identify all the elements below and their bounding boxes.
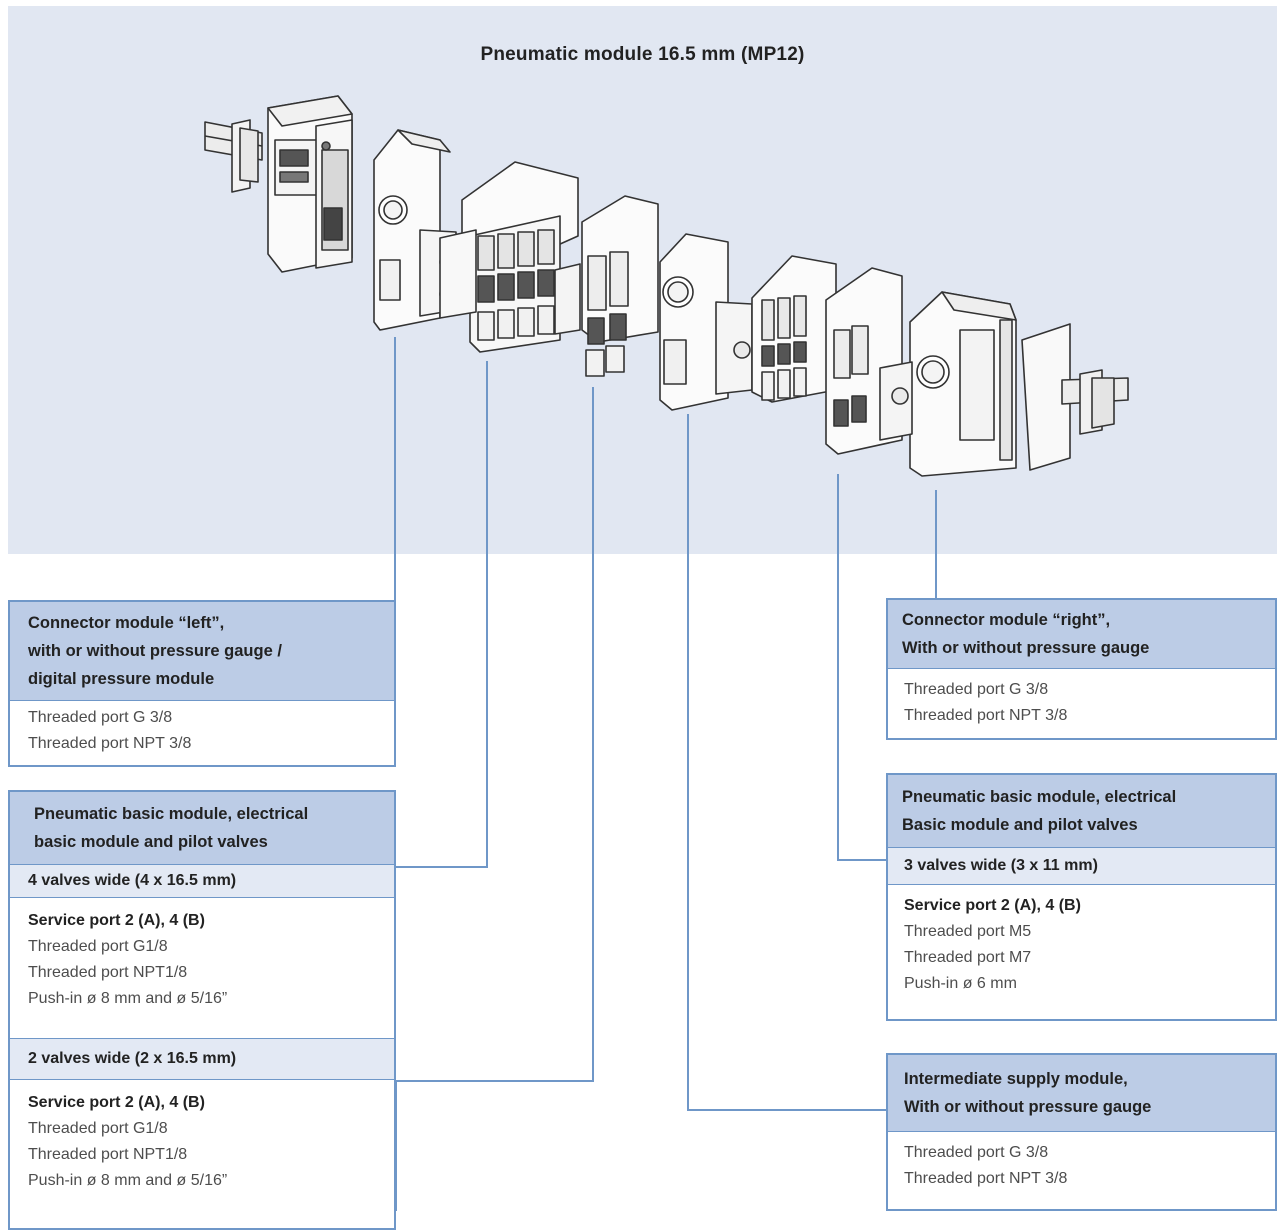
port-item: Threaded port M7 — [904, 949, 1032, 966]
service-port-title: Service port 2 (A), 4 (B) — [28, 1094, 205, 1111]
header-line: Pneumatic basic module, electrical — [902, 788, 1177, 806]
port-item: Threaded port NPT 3/8 — [904, 707, 1068, 724]
header-line: basic module and pilot valves — [34, 833, 268, 851]
port-item: Threaded port G1/8 — [28, 938, 168, 955]
port-item: Push-in ø 6 mm — [904, 975, 1017, 992]
port-item: Threaded port G1/8 — [28, 1120, 168, 1137]
two-wide-label: 2 valves wide (2 x 16.5 mm) — [10, 1039, 394, 1080]
header-line: with or without pressure gauge / — [28, 642, 282, 660]
header-line: Intermediate supply module, — [904, 1070, 1128, 1088]
two-wide-ports: Service port 2 (A), 4 (B) Threaded port … — [10, 1080, 394, 1200]
connector-right-header: Connector module “right”, With or withou… — [888, 600, 1275, 669]
basic-module-right-box: Pneumatic basic module, electrical Basic… — [886, 773, 1277, 1021]
header-line: digital pressure module — [28, 670, 215, 688]
basic-module-left-box: Pneumatic basic module, electrical basic… — [8, 790, 396, 1230]
port-item: Push-in ø 8 mm and ø 5/16” — [28, 990, 228, 1007]
connector-module-left-box: Connector module “left”, with or without… — [8, 600, 396, 767]
header-line: Connector module “left”, — [28, 614, 225, 632]
intermediate-header: Intermediate supply module, With or with… — [888, 1055, 1275, 1132]
port-item: Threaded port G 3/8 — [28, 709, 173, 726]
service-port-title: Service port 2 (A), 4 (B) — [904, 897, 1081, 914]
three-wide-ports: Service port 2 (A), 4 (B) Threaded port … — [888, 885, 1275, 997]
port-item: Threaded port NPT1/8 — [28, 964, 188, 981]
four-wide-ports: Service port 2 (A), 4 (B) Threaded port … — [10, 898, 394, 1039]
port-item: Threaded port G 3/8 — [904, 1144, 1049, 1161]
valve-terminal-illustration — [204, 95, 1129, 477]
connector-module-right-box: Connector module “right”, With or withou… — [886, 598, 1277, 740]
four-wide-label: 4 valves wide (4 x 16.5 mm) — [10, 865, 394, 898]
basic-left-header: Pneumatic basic module, electrical basic… — [10, 792, 394, 865]
header-line: With or without pressure gauge — [902, 639, 1150, 657]
connector-left-ports: Threaded port G 3/8 Threaded port NPT 3/… — [10, 701, 394, 757]
header-line: Basic module and pilot valves — [902, 816, 1138, 834]
intermediate-ports: Threaded port G 3/8 Threaded port NPT 3/… — [888, 1132, 1275, 1192]
three-wide-label: 3 valves wide (3 x 11 mm) — [888, 848, 1275, 885]
basic-right-header: Pneumatic basic module, electrical Basic… — [888, 775, 1275, 848]
header-line: Pneumatic basic module, electrical — [34, 805, 309, 823]
port-item: Threaded port M5 — [904, 923, 1032, 940]
header-line: With or without pressure gauge — [904, 1098, 1152, 1116]
port-item: Threaded port NPT 3/8 — [904, 1170, 1068, 1187]
port-item: Threaded port G 3/8 — [904, 681, 1049, 698]
port-item: Threaded port NPT1/8 — [28, 1146, 188, 1163]
port-item: Threaded port NPT 3/8 — [28, 735, 192, 752]
intermediate-supply-box: Intermediate supply module, With or with… — [886, 1053, 1277, 1211]
service-port-title: Service port 2 (A), 4 (B) — [28, 912, 205, 929]
connector-right-ports: Threaded port G 3/8 Threaded port NPT 3/… — [888, 669, 1275, 729]
connector-left-header: Connector module “left”, with or without… — [10, 602, 394, 701]
port-item: Push-in ø 8 mm and ø 5/16” — [28, 1172, 228, 1189]
header-line: Connector module “right”, — [902, 611, 1111, 629]
diagram-title: Pneumatic module 16.5 mm (MP12) — [480, 44, 805, 65]
